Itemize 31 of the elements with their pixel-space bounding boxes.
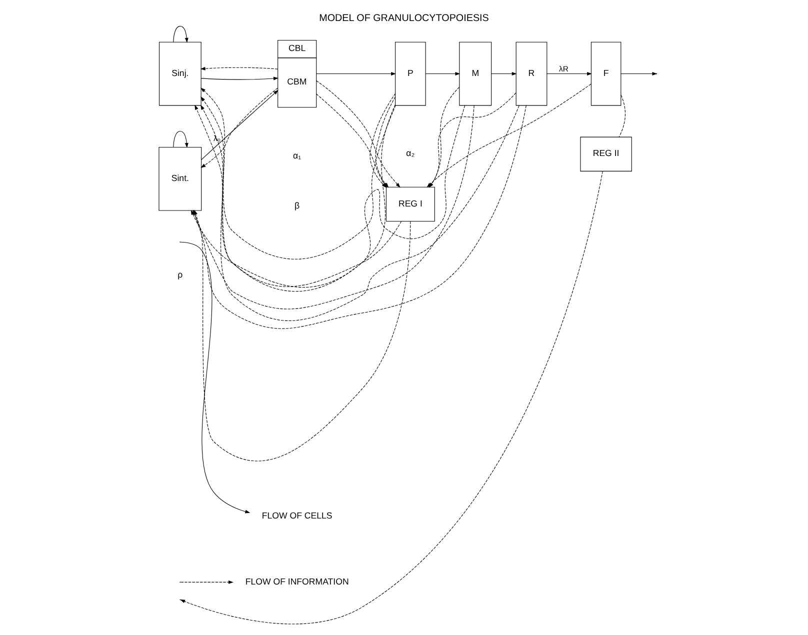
- arrow: [173, 131, 188, 148]
- node-box: REG II: [580, 136, 632, 172]
- arrow: [491, 72, 517, 76]
- legend-label: FLOW OF INFORMATION: [245, 576, 349, 586]
- arrow: [194, 210, 411, 461]
- arrow: [180, 171, 603, 624]
- node-box: Sinj.: [158, 42, 202, 106]
- legend-label: FLOW OF CELLS: [262, 510, 332, 520]
- arrow: [200, 88, 396, 260]
- node-box: R: [516, 42, 548, 106]
- label: α₂: [406, 148, 415, 158]
- arrow: [426, 84, 592, 188]
- arrow: [200, 66, 278, 70]
- node-box: Sint.: [158, 146, 202, 211]
- node-box: REG I: [386, 186, 435, 222]
- label: ρ: [178, 269, 183, 280]
- arrow: [546, 72, 592, 76]
- diagram-title: MODEL OF GRANULOCYTOPOIESIS: [319, 12, 489, 24]
- arrow: [200, 76, 278, 80]
- arrow: [173, 26, 188, 43]
- label: β: [294, 200, 300, 210]
- arrow: [428, 86, 460, 188]
- label: α₁: [293, 150, 302, 160]
- arrow: [428, 92, 516, 188]
- node-box: F: [590, 42, 622, 106]
- connector: [618, 94, 626, 138]
- arrow: [200, 96, 466, 292]
- arrow: [425, 72, 460, 76]
- node-box: P: [395, 42, 426, 106]
- arrow: [316, 72, 396, 76]
- node-box: M: [459, 42, 492, 106]
